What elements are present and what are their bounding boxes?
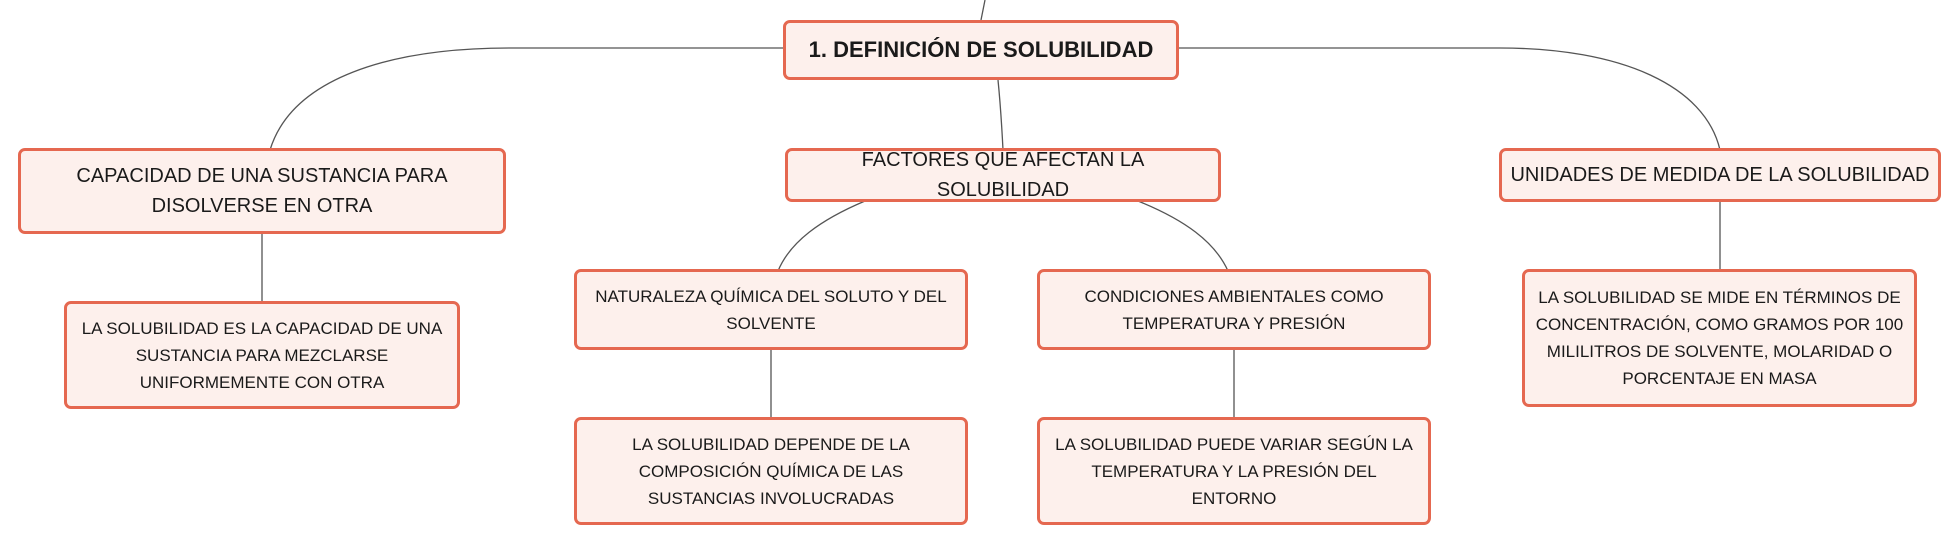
subtopic-naturaleza-quimica[interactable]: NATURALEZA QUÍMICA DEL SOLUTO Y DEL SOLV… xyxy=(574,269,968,350)
subtopic-label: LA SOLUBILIDAD DEPENDE DE LA COMPOSICIÓN… xyxy=(632,434,910,508)
root-topic-label: 1. DEFINICIÓN DE SOLUBILIDAD xyxy=(808,37,1154,62)
topic-unidades[interactable]: UNIDADES DE MEDIDA DE LA SOLUBILIDAD xyxy=(1499,148,1941,202)
root-topic[interactable]: 1. DEFINICIÓN DE SOLUBILIDAD xyxy=(783,20,1179,80)
topic-capacidad[interactable]: CAPACIDAD DE UNA SUSTANCIA PARA DISOLVER… xyxy=(18,148,506,234)
connector-line xyxy=(980,0,986,21)
topic-label: FACTORES QUE AFECTAN LA SOLUBILIDAD xyxy=(861,149,1145,201)
subtopic-label: LA SOLUBILIDAD ES LA CAPACIDAD DE UNA SU… xyxy=(81,318,443,392)
subtopic-condiciones-ambientales[interactable]: CONDICIONES AMBIENTALES COMO TEMPERATURA… xyxy=(1037,269,1431,350)
topic-label: UNIDADES DE MEDIDA DE LA SOLUBILIDAD xyxy=(1510,164,1930,186)
connector-line xyxy=(1137,200,1229,272)
subtopic-label: CONDICIONES AMBIENTALES COMO TEMPERATURA… xyxy=(1084,286,1384,333)
connector-line xyxy=(997,79,1004,151)
subtopic-label: NATURALEZA QUÍMICA DEL SOLUTO Y DEL SOLV… xyxy=(595,286,947,333)
subtopic-temperatura-presion[interactable]: LA SOLUBILIDAD PUEDE VARIAR SEGÚN LA TEM… xyxy=(1037,417,1431,525)
topic-factores[interactable]: FACTORES QUE AFECTAN LA SOLUBILIDAD xyxy=(785,148,1221,202)
subtopic-unidades-medida[interactable]: LA SOLUBILIDAD SE MIDE EN TÉRMINOS DE CO… xyxy=(1522,269,1917,407)
subtopic-composicion-quimica[interactable]: LA SOLUBILIDAD DEPENDE DE LA COMPOSICIÓN… xyxy=(574,417,968,525)
topic-label: CAPACIDAD DE UNA SUSTANCIA PARA DISOLVER… xyxy=(76,165,448,217)
subtopic-label: LA SOLUBILIDAD PUEDE VARIAR SEGÚN LA TEM… xyxy=(1055,434,1413,508)
connector-line xyxy=(269,47,785,151)
subtopic-capacidad-definicion[interactable]: LA SOLUBILIDAD ES LA CAPACIDAD DE UNA SU… xyxy=(64,301,460,409)
subtopic-label: LA SOLUBILIDAD SE MIDE EN TÉRMINOS DE CO… xyxy=(1535,288,1904,388)
connector-line xyxy=(1176,47,1721,151)
connector-line xyxy=(777,200,866,272)
